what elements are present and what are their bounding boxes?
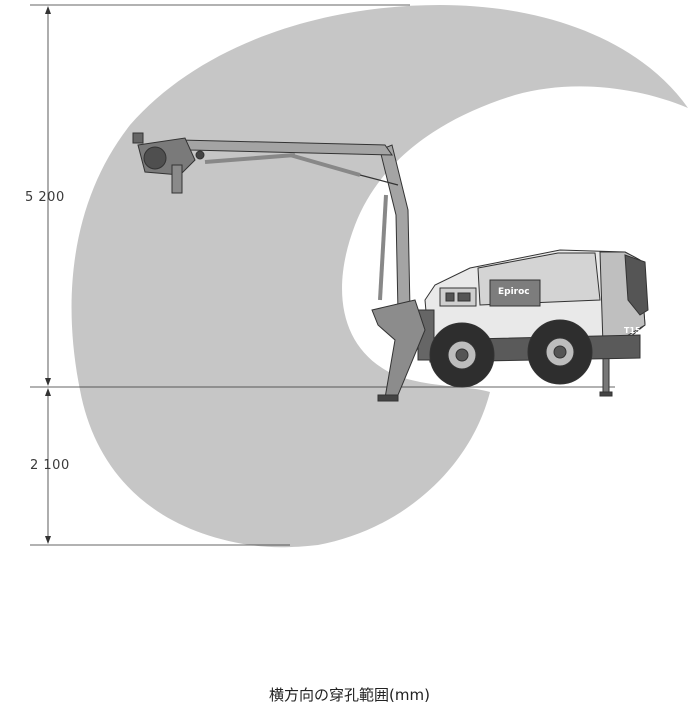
brand-panel (489, 279, 541, 307)
diagram-caption: 横方向の穿孔範囲(mm) (269, 686, 430, 704)
lower-dimension-arrow (45, 388, 51, 544)
model-label: T15 (624, 326, 641, 335)
drill-rig (132, 132, 649, 402)
front-wheel (429, 322, 495, 388)
height-dimension-label: 5 200 (25, 190, 65, 205)
depth-dimension-label: 2 100 (30, 458, 70, 473)
front-stabilizer-foot (377, 394, 399, 402)
brand-logo-text: Epiroc (498, 287, 530, 297)
drill-head (132, 132, 205, 194)
rear-wheel (527, 319, 593, 385)
upper-dimension-arrow (45, 6, 51, 386)
drilling-coverage-area (71, 5, 689, 548)
